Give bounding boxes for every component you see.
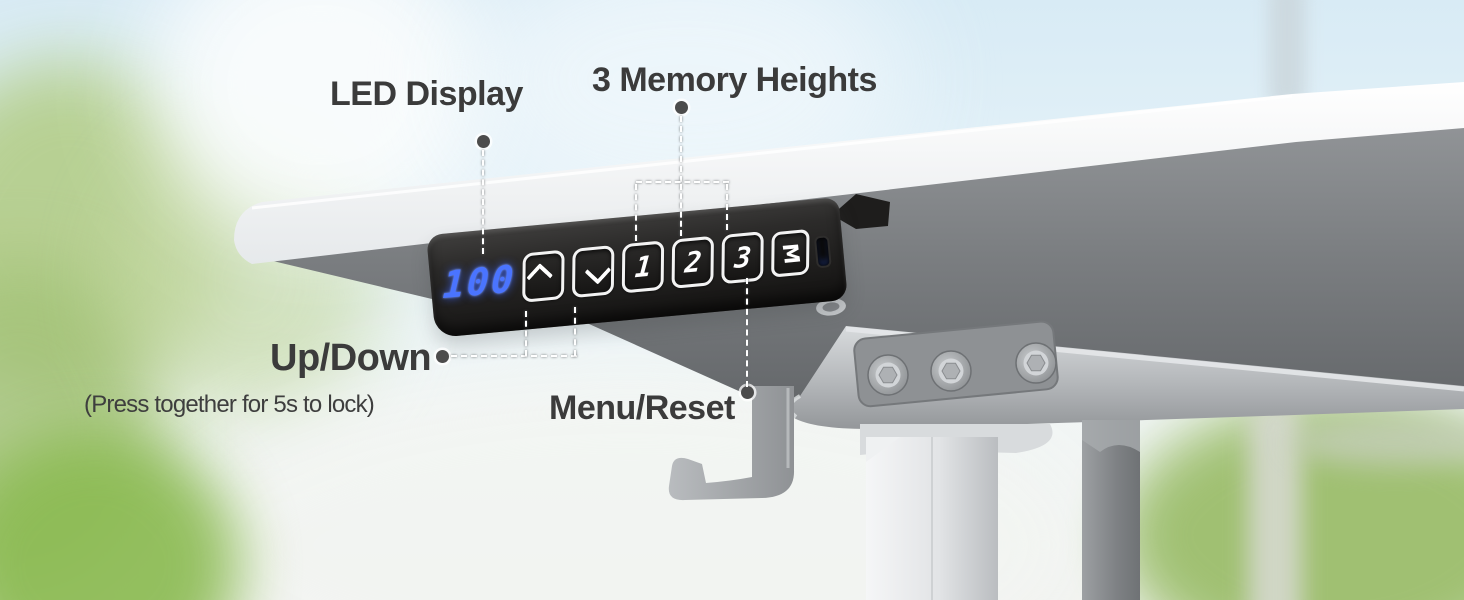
path-blur-bottom-right [1248, 400, 1302, 600]
memory-2-label: 2 [683, 244, 703, 280]
mounting-bolts [867, 342, 1057, 396]
label-up-down-note: (Press together for 5s to lock) [84, 391, 375, 418]
chevron-up-icon [525, 263, 553, 291]
led-display: 100 [441, 257, 517, 308]
leg-rear-column [1082, 420, 1140, 600]
label-up-down: Up/Down [270, 337, 432, 379]
led-callout-dot [477, 135, 490, 148]
desk-top [234, 82, 1464, 264]
menu-button[interactable]: M [771, 228, 810, 278]
memory-3-label: 3 [732, 240, 753, 276]
pale-band-bottom-right [1290, 418, 1464, 466]
memory-bracket-line-2 [680, 184, 682, 236]
underside-screw-spot [816, 298, 846, 316]
desk-edge-highlight [251, 94, 1293, 210]
chevron-down-icon [584, 257, 611, 285]
memory-leader-stem [680, 116, 682, 182]
led-leader-line [482, 150, 484, 254]
updown-bracket-bottom [451, 355, 577, 357]
led-value: 100 [441, 257, 517, 308]
down-button[interactable] [571, 244, 615, 299]
memory-2-button[interactable]: 2 [671, 235, 714, 289]
label-menu-reset: Menu/Reset [549, 389, 735, 427]
memory-1-label: 1 [633, 249, 653, 285]
memory-bracket-line-3 [726, 184, 728, 230]
menu-leader-line [746, 278, 748, 387]
updown-callout-dot [436, 350, 449, 363]
memory-1-button[interactable]: 1 [621, 240, 665, 294]
up-button[interactable] [522, 249, 565, 303]
updown-bracket-line-down [574, 307, 576, 356]
label-memory-heights: 3 Memory Heights [592, 61, 877, 99]
cable-hook [668, 386, 795, 501]
memory-callout-dot [675, 101, 688, 114]
label-led-display: LED Display [330, 75, 523, 113]
keypad-mounting-tab [832, 194, 890, 229]
desk-underside [252, 124, 1464, 414]
memory-bracket-top [636, 181, 729, 183]
pole-blur-top-right [1268, 0, 1306, 110]
menu-callout-dot [741, 386, 754, 399]
memory-bracket-line-1 [635, 184, 637, 241]
leg-rear-cap [1082, 420, 1140, 452]
leg-chamfer [866, 437, 900, 462]
memory-3-button[interactable]: 3 [721, 231, 764, 285]
menu-label: M [777, 241, 804, 265]
updown-bracket-line-up [525, 311, 527, 356]
usb-c-port [813, 234, 832, 268]
